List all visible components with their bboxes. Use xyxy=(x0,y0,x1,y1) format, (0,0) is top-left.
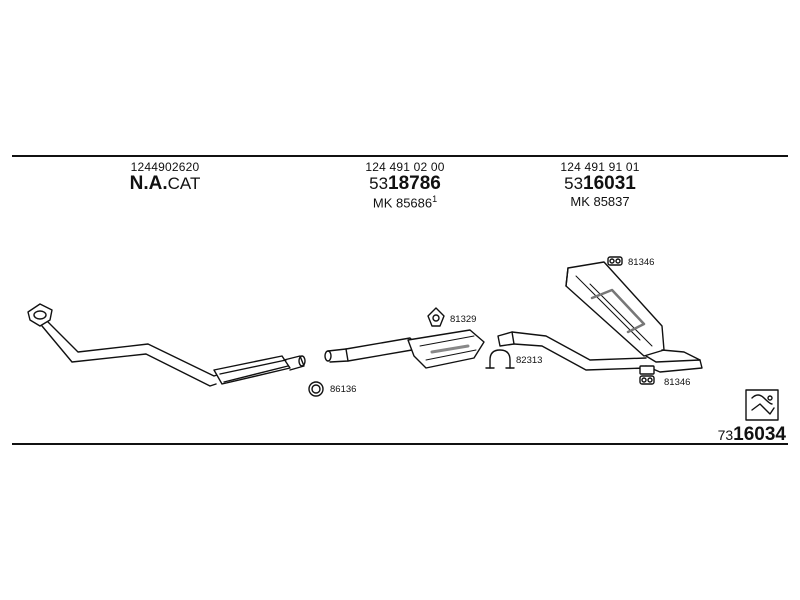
label-clamp: 82313 xyxy=(516,355,543,366)
hanger-bottom-icon xyxy=(639,365,655,385)
mk-number: MK 85837 xyxy=(570,194,630,210)
part-column-rear-silencer: 124 491 91 01 5316031 MK 85837 xyxy=(530,160,670,210)
catalog-number: 5316031 xyxy=(564,173,636,195)
label-hanger-bottom: 81346 xyxy=(664,377,691,388)
part-number: 124 491 02 00 xyxy=(365,160,445,174)
part-column-front-pipe: 1244902620 N.A.CAT xyxy=(95,160,235,195)
part-number: 124 491 91 01 xyxy=(560,160,640,174)
hanger-top-icon xyxy=(607,256,623,266)
catalog-number: 5318786 xyxy=(369,173,441,195)
part-type: N.A.CAT xyxy=(129,173,201,195)
middle-silencer-icon xyxy=(324,329,485,369)
part-column-middle-silencer: 124 491 02 00 5318786 MK 856861 xyxy=(335,160,475,211)
ring-gasket-icon xyxy=(308,381,324,397)
label-hanger-mid: 81329 xyxy=(450,314,477,325)
rear-pipe-icon xyxy=(497,331,647,371)
part-number: 1244902620 xyxy=(130,160,200,174)
bottom-rule xyxy=(12,443,788,445)
rear-silencer-icon xyxy=(565,261,703,373)
clamp-icon xyxy=(485,349,515,369)
label-hanger-top: 81346 xyxy=(628,257,655,268)
label-ring-gasket: 86136 xyxy=(330,384,357,395)
front-pipe-icon xyxy=(41,321,306,387)
mk-number: MK 856861 xyxy=(372,194,438,211)
front-flange-icon xyxy=(27,303,53,327)
hanger-mid-icon xyxy=(427,307,445,327)
kit-code: 7316034 xyxy=(717,424,786,445)
parts-kit-icon xyxy=(745,389,779,421)
top-rule xyxy=(12,155,788,157)
